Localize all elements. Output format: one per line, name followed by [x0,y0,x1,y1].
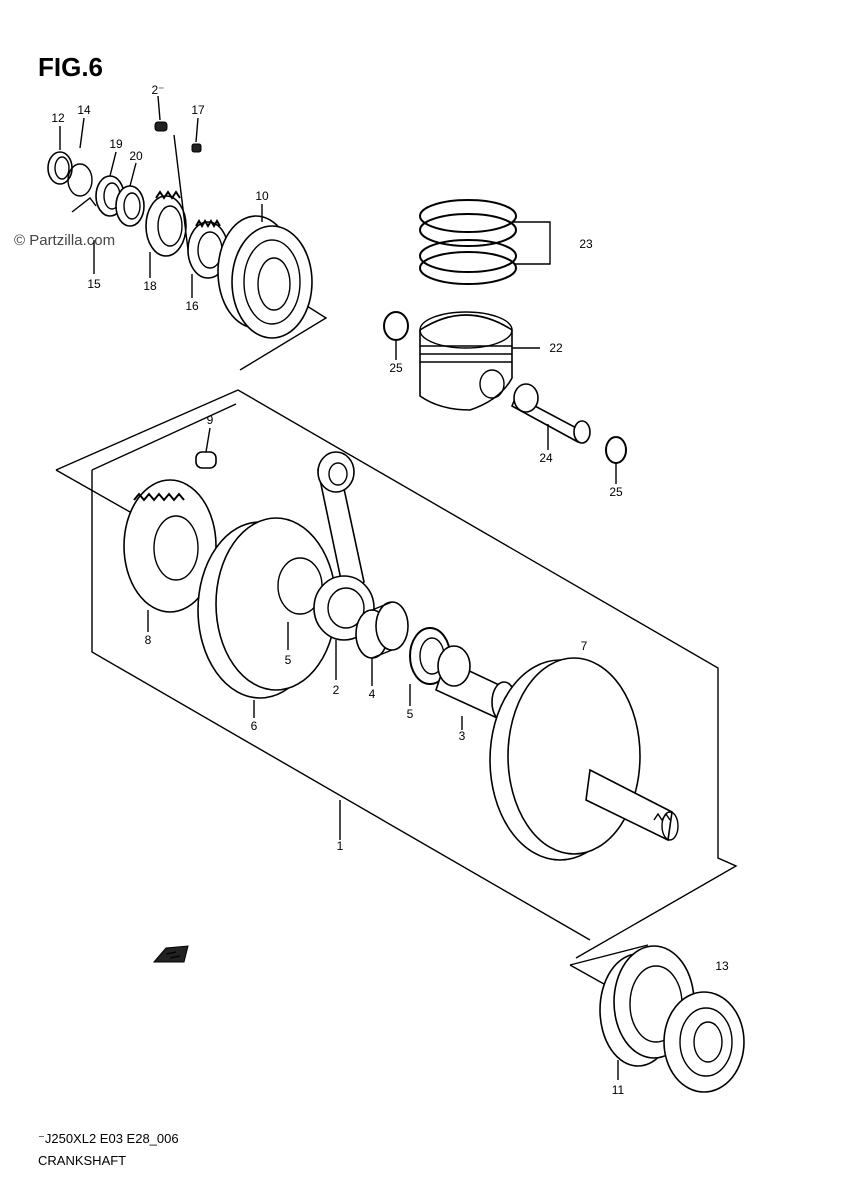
callout-c11: 11 [612,1083,625,1097]
leader-lines [59,95,619,1080]
callout-c22: 22 [549,341,563,355]
callout-c5b: 5 [407,707,414,721]
callout-c18: 18 [143,279,157,293]
part-25-circlip-right[interactable] [605,436,627,464]
callout-c8: 8 [145,633,152,647]
callout-c2: 2 [333,683,340,697]
callout-c5a: 5 [285,653,292,667]
callout-c6: 6 [251,719,258,733]
part-2-connecting-rod[interactable] [313,451,375,641]
callout-c9: 9 [207,413,214,427]
callout-c7: 7 [581,639,588,653]
part-14-washer[interactable] [67,163,93,197]
part-20-ring[interactable] [115,185,145,227]
front-direction-arrow-icon [152,945,189,963]
part-25-circlip-left[interactable] [383,311,409,341]
diagram-code: ⁻J250XL2 E03 E28_006 [38,1131,179,1146]
figure-title: FIG.6 [38,52,104,82]
callout-c20: 20 [129,149,143,163]
callout-c24: 24 [539,451,553,465]
callout-c10: 10 [255,189,269,203]
part-13-oil-seal[interactable] [663,991,745,1093]
part-4-needle-bearing[interactable] [355,601,409,659]
part-8-gear[interactable] [123,479,217,613]
callout-c4: 4 [369,687,376,701]
crankshaft-assembly-outline [55,389,738,959]
callout-c1: 1 [337,839,344,853]
callout-labels: 123455678910111213141516171819202⁻222324… [51,83,729,1097]
callout-c25a: 25 [389,361,403,375]
callout-c25b: 25 [609,485,623,499]
callout-c3: 3 [459,729,466,743]
callout-c17: 17 [191,103,205,117]
part-6-crank-web-left[interactable] [197,517,337,699]
callout-c21: 2⁻ [151,83,164,97]
part-22-piston[interactable] [419,311,513,411]
part-3-crank-pin[interactable] [435,645,517,724]
callout-c23: 23 [579,237,593,251]
lower-group-outline [569,944,649,985]
callout-c13: 13 [715,959,729,973]
part-21-pin[interactable] [154,121,168,132]
part-24-piston-pin[interactable] [510,383,591,444]
part-17-key[interactable] [191,143,202,153]
part-23-piston-rings[interactable] [419,199,551,285]
watermark: © Partzilla.com [14,232,116,249]
callout-c16: 16 [185,299,199,313]
callout-c15: 15 [87,277,101,291]
part-7-crank-web-right[interactable] [489,657,679,861]
part-10-bearing[interactable] [217,215,313,339]
part-18-gear[interactable] [145,190,187,257]
callout-c12: 12 [51,111,65,125]
diagram-name: CRANKSHAFT [38,1153,127,1168]
callout-c19: 19 [109,137,123,151]
part-9-pin[interactable] [195,451,217,469]
callout-c14: 14 [77,103,91,117]
